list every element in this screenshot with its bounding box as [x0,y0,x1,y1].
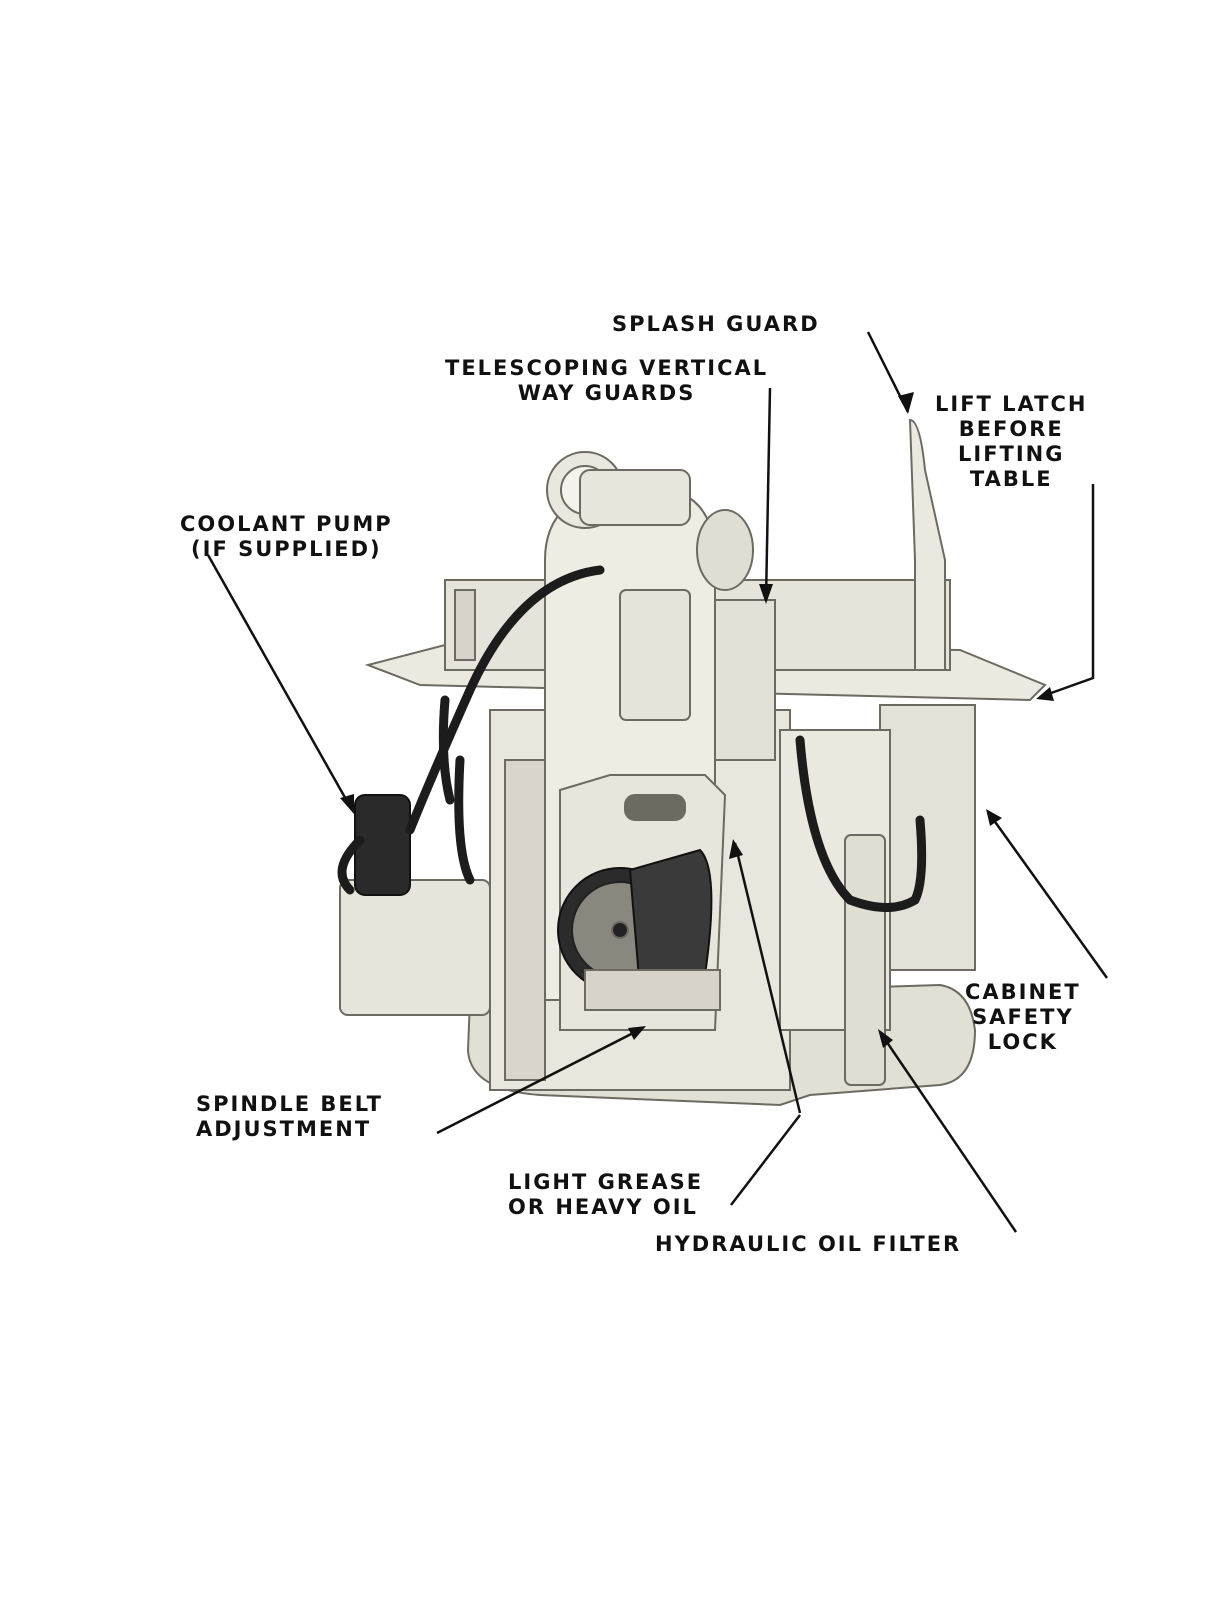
hydraulic-filter [844,834,886,1086]
callout-splash-guard-line-1: SPLASH GUARD [612,312,820,336]
callout-lift-latch-line-2: BEFORE [958,417,1064,441]
callout-coolant-pump-line-1: COOLANT PUMP [180,512,393,536]
callout-lift-latch-line-4: TABLE [969,467,1053,491]
leader-spindle-belt [436,1026,644,1135]
callout-spindle-belt-line-1: SPINDLE BELT [196,1092,383,1116]
callout-grease-line-2: OR HEAVY OIL [508,1195,698,1219]
leader-coolant-pump [206,554,354,811]
right-cabinet [879,704,976,971]
coolant-pump-shape [354,794,411,896]
callout-cabinet-lock-line-1: CABINET [965,980,1081,1004]
callout-cabinet-lock-line-2: SAFETY [972,1005,1074,1029]
callout-telescoping-line-1: TELESCOPING VERTICAL [445,356,769,380]
callout-spindle-belt-line-2: ADJUSTMENT [196,1117,372,1141]
callout-cabinet-safety-lock: CABINET SAFETY LOCK [965,980,1081,1055]
leader-oil-filter [878,1031,1018,1233]
callout-telescoping-line-2: WAY GUARDS [517,381,696,405]
callout-splash-guard: SPLASH GUARD [612,312,820,337]
callout-cabinet-lock-line-3: LOCK [987,1030,1058,1054]
leader-grease-a [730,1114,801,1206]
callout-hydraulic-oil-filter: HYDRAULIC OIL FILTER [655,1232,961,1257]
leader-lift-latch [1039,484,1095,699]
callout-coolant-pump-line-2: (IF SUPPLIED) [191,537,382,561]
callout-grease-line-1: LIGHT GREASE [508,1170,704,1194]
callout-lift-latch-line-3: LIFTING [958,442,1065,466]
callout-light-grease: LIGHT GREASE OR HEAVY OIL [508,1170,703,1220]
leader-telescoping [764,387,772,601]
callout-spindle-belt: SPINDLE BELT ADJUSTMENT [196,1092,383,1142]
callout-oil-filter-line-1: HYDRAULIC OIL FILTER [655,1232,962,1256]
callout-telescoping-way-guards: TELESCOPING VERTICAL WAY GUARDS [445,356,768,406]
leader-grease-b [733,842,802,1114]
leader-cabinet-lock [986,811,1109,979]
callout-coolant-pump: COOLANT PUMP (IF SUPPLIED) [180,512,393,562]
splash-guard-shape [908,418,946,671]
coolant-tank [339,879,491,1016]
callout-lift-latch: LIFT LATCH BEFORE LIFTING TABLE [935,392,1088,492]
coolant-hose [405,565,605,835]
callout-lift-latch-line-1: LIFT LATCH [935,392,1088,416]
